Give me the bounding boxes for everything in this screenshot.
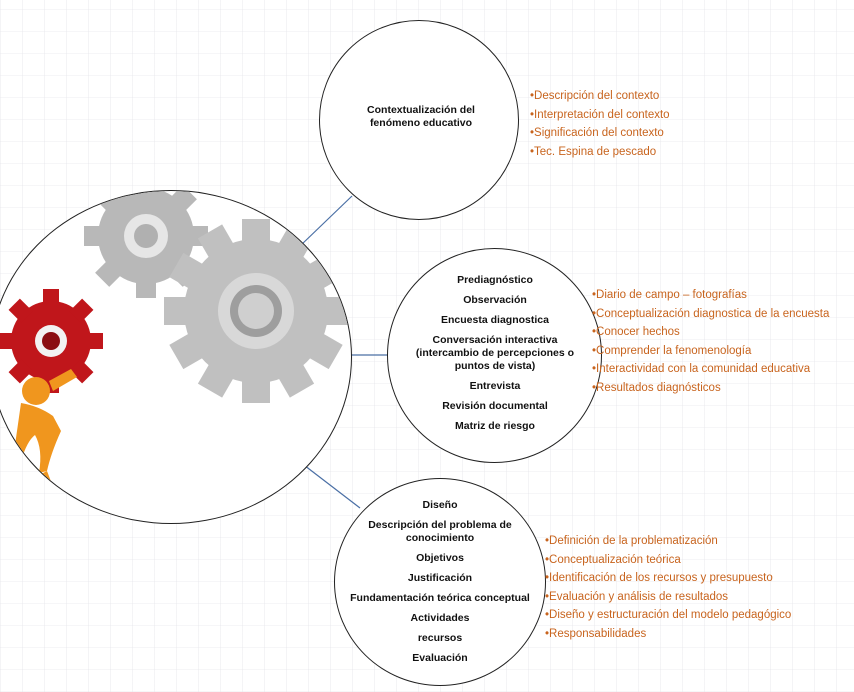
design-item: Descripción del problema de conocimiento	[368, 519, 512, 544]
red-gear-icon	[0, 289, 103, 393]
bullet-item: Diario de campo – fotografías	[592, 286, 829, 305]
bullet-item: Diseño y estructuración del modelo pedag…	[545, 606, 791, 625]
design-item: Actividades	[410, 612, 470, 624]
design-item: Objetivos	[416, 552, 464, 564]
diagnosis-item: Matriz de riesgo	[455, 420, 535, 432]
context-circle	[319, 20, 519, 220]
diagnosis-item: Conversación interactiva (intercambio de…	[415, 334, 575, 372]
design-node-items: Diseño Descripción del problema de conoc…	[340, 499, 540, 672]
bullet-item: Conceptualización diagnostica de la encu…	[592, 305, 829, 324]
design-item: recursos	[417, 632, 463, 644]
central-image-circle	[0, 190, 352, 524]
design-item: Fundamentación teórica conceptual	[350, 592, 530, 604]
bullet-item: Interactividad con la comunidad educativ…	[592, 360, 829, 379]
diagnosis-item: Observación	[463, 294, 527, 306]
diagnosis-circle	[387, 248, 602, 463]
design-item: Diseño	[422, 499, 458, 511]
orange-figure-icon	[13, 369, 77, 503]
bullet-item: Descripción del contexto	[530, 87, 670, 106]
bullet-item: Identificación de los recursos y presupu…	[545, 569, 791, 588]
bullet-item: Responsabilidades	[545, 625, 791, 644]
diagnosis-node-items: Prediagnóstico Observación Encuesta diag…	[410, 274, 580, 440]
design-bullet-list: Definición de la problematización Concep…	[545, 532, 791, 644]
bullet-item: Tec. Espina de pescado	[530, 143, 670, 162]
diagnosis-item: Revisión documental	[442, 400, 548, 412]
bullet-item: Interpretación del contexto	[530, 106, 670, 125]
diagnosis-item: Prediagnóstico	[457, 274, 533, 286]
bullet-item: Significación del contexto	[530, 124, 670, 143]
design-item: Evaluación	[412, 652, 468, 664]
gears-illustration	[0, 191, 348, 503]
small-gray-gear-icon	[84, 191, 208, 298]
design-circle	[334, 478, 546, 686]
bullet-item: Comprender la fenomenología	[592, 342, 829, 361]
bullet-item: Resultados diagnósticos	[592, 379, 829, 398]
design-item: Justificación	[407, 572, 473, 584]
connector-to-design	[299, 461, 361, 509]
context-bullet-list: Descripción del contexto Interpretación …	[530, 87, 670, 161]
bullet-item: Conceptualización teórica	[545, 551, 791, 570]
bullet-item: Evaluación y análisis de resultados	[545, 588, 791, 607]
diagnosis-item: Encuesta diagnostica	[441, 314, 549, 326]
diagnosis-item: Entrevista	[469, 380, 521, 392]
diagnosis-bullet-list: Diario de campo – fotografías Conceptual…	[592, 286, 829, 398]
bullet-item: Definición de la problematización	[545, 532, 791, 551]
context-node-label: Contextualización del fenómeno educativo	[367, 104, 475, 129]
large-gray-gear-icon	[164, 219, 348, 403]
bullet-item: Conocer hechos	[592, 323, 829, 342]
